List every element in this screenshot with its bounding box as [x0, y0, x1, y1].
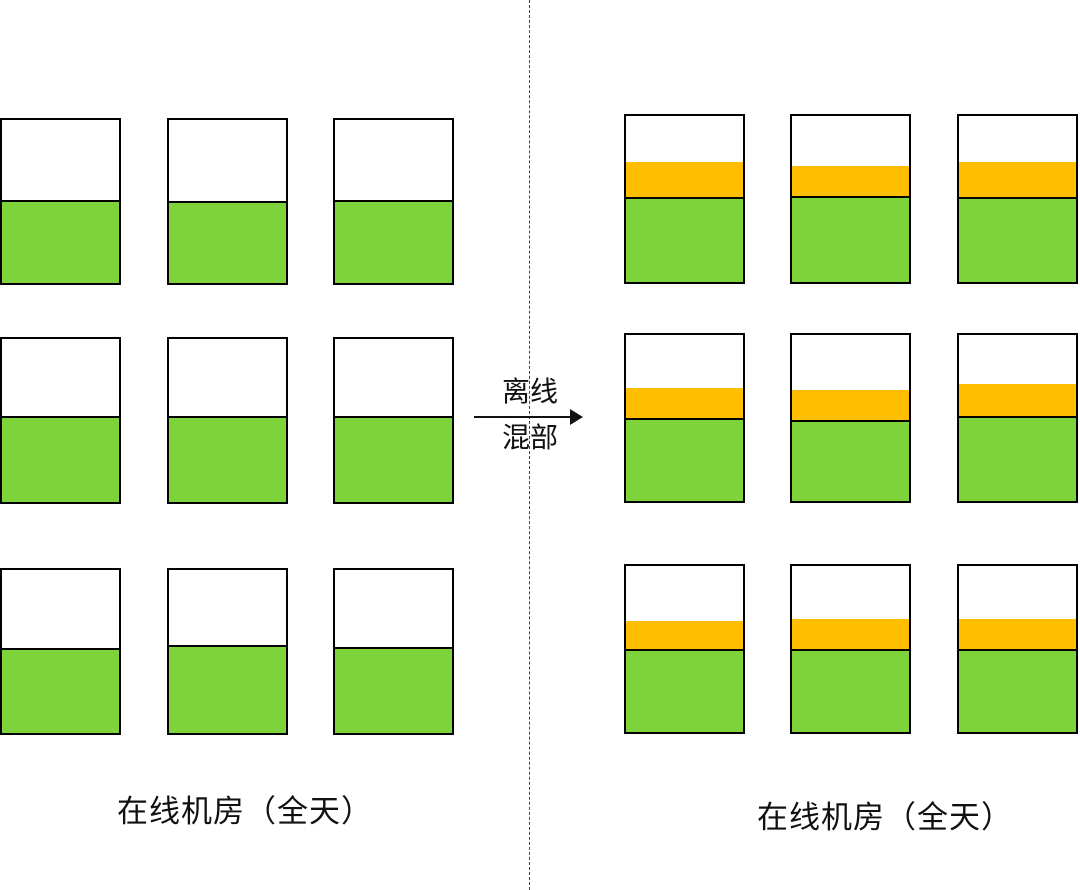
server-box [624, 114, 745, 284]
arrow-label-line2: 混部 [501, 421, 558, 454]
online-load-bar [335, 647, 452, 733]
arrow-shaft [474, 416, 572, 418]
online-load-bar [959, 416, 1076, 501]
online-load-bar [959, 649, 1076, 732]
online-load-bar [626, 649, 743, 732]
server-box [790, 114, 911, 284]
right-caption: 在线机房（全天） [757, 800, 1013, 836]
online-load-bar [2, 416, 119, 502]
online-load-bar [169, 416, 286, 502]
online-load-bar [792, 420, 909, 501]
server-box [957, 114, 1078, 284]
server-box [957, 564, 1078, 734]
arrow-head-icon [570, 409, 583, 425]
online-load-bar [169, 201, 286, 283]
online-load-bar [335, 200, 452, 283]
server-box [167, 118, 288, 285]
online-load-bar [626, 197, 743, 282]
mixing-arrow: 离线 混部 [474, 372, 594, 462]
server-box [0, 118, 121, 285]
server-box [333, 568, 454, 735]
online-load-bar [792, 196, 909, 282]
server-box [0, 337, 121, 504]
server-box [790, 564, 911, 734]
server-box [333, 118, 454, 285]
online-load-bar [2, 648, 119, 733]
online-load-bar [169, 645, 286, 733]
online-load-bar [959, 197, 1076, 282]
server-box [790, 333, 911, 503]
center-divider [529, 0, 530, 890]
server-box [0, 568, 121, 735]
server-box [167, 337, 288, 504]
online-load-bar [626, 418, 743, 501]
server-box [167, 568, 288, 735]
server-box [624, 564, 745, 734]
left-caption: 在线机房（全天） [117, 794, 373, 830]
server-box [624, 333, 745, 503]
online-load-bar [335, 416, 452, 502]
server-box [957, 333, 1078, 503]
online-load-bar [792, 649, 909, 732]
online-load-bar [2, 200, 119, 283]
arrow-label-line1: 离线 [501, 375, 558, 408]
server-box [333, 337, 454, 504]
